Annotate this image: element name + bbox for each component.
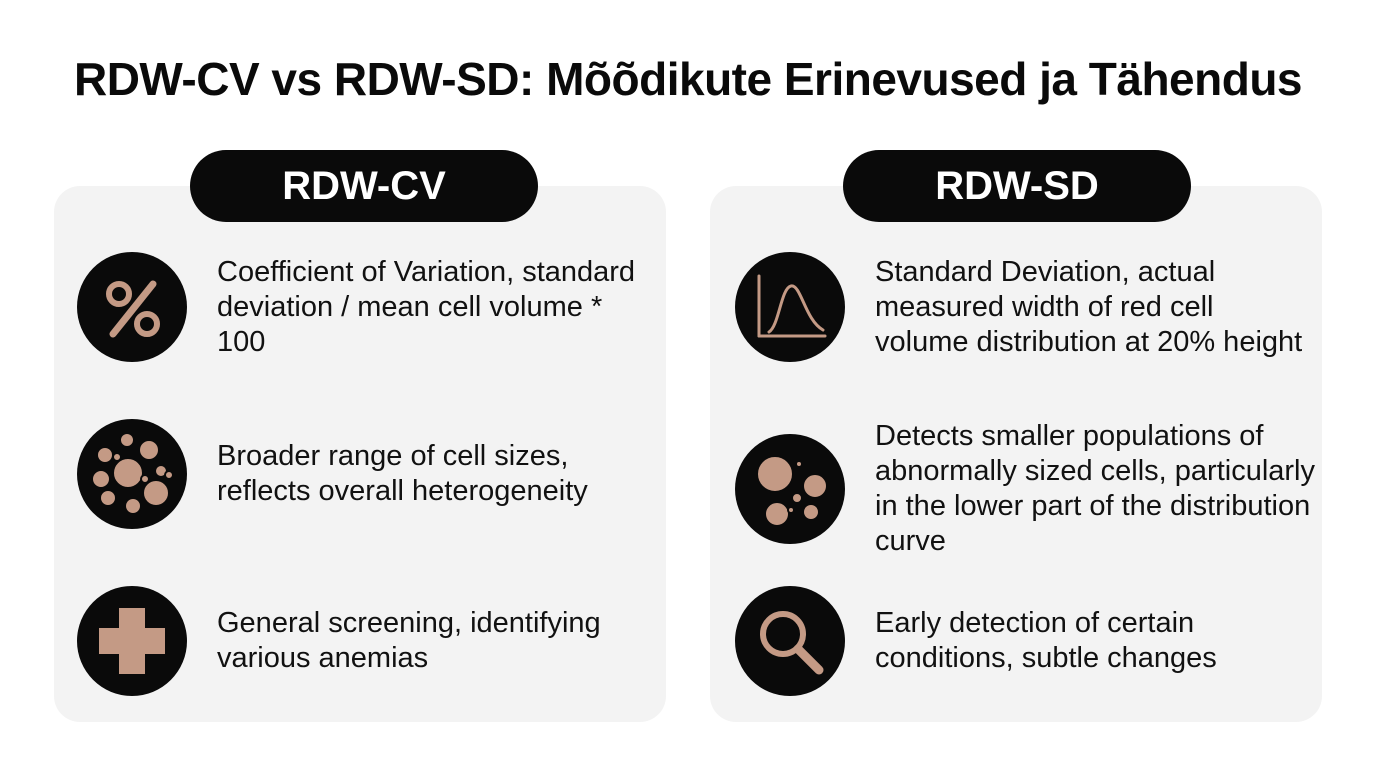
rdw-cv-range-text: Broader range of cell sizes, reflects ov…: [217, 440, 588, 507]
rdw-sd-usage-text: Early detection of certain conditions, s…: [875, 607, 1217, 674]
rdw-sd-item-sensitivity: Detects smaller populations of abnormall…: [735, 419, 1315, 559]
rdw-cv-item-usage: General screening, identifying various a…: [77, 586, 637, 696]
rdw-cv-definition-text: Coefficient of Variation, standard devia…: [217, 255, 636, 358]
rdw-cv-usage-text: General screening, identifying various a…: [217, 607, 601, 674]
rdw-sd-definition-text: Standard Deviation, actual measured widt…: [875, 255, 1303, 358]
rdw-sd-item-definition: Standard Deviation, actual measured widt…: [735, 252, 1315, 362]
rdw-cv-item-range: Broader range of cell sizes, reflects ov…: [77, 419, 637, 529]
percent-icon: [77, 252, 187, 362]
rdw-sd-heading: RDW-SD: [843, 150, 1191, 222]
page-title: RDW-CV vs RDW-SD: Mõõdikute Erinevused j…: [73, 53, 1303, 105]
cell-cluster-icon: [77, 419, 187, 529]
rdw-cv-heading: RDW-CV: [190, 150, 538, 222]
rdw-cv-item-definition: Coefficient of Variation, standard devia…: [77, 252, 637, 362]
rdw-sd-sensitivity-text: Detects smaller populations of abnormall…: [875, 420, 1315, 557]
magnifier-icon: [735, 586, 845, 696]
small-cells-icon: [735, 434, 845, 544]
medical-cross-icon: [77, 586, 187, 696]
distribution-curve-icon: [735, 252, 845, 362]
rdw-sd-item-usage: Early detection of certain conditions, s…: [735, 586, 1315, 696]
